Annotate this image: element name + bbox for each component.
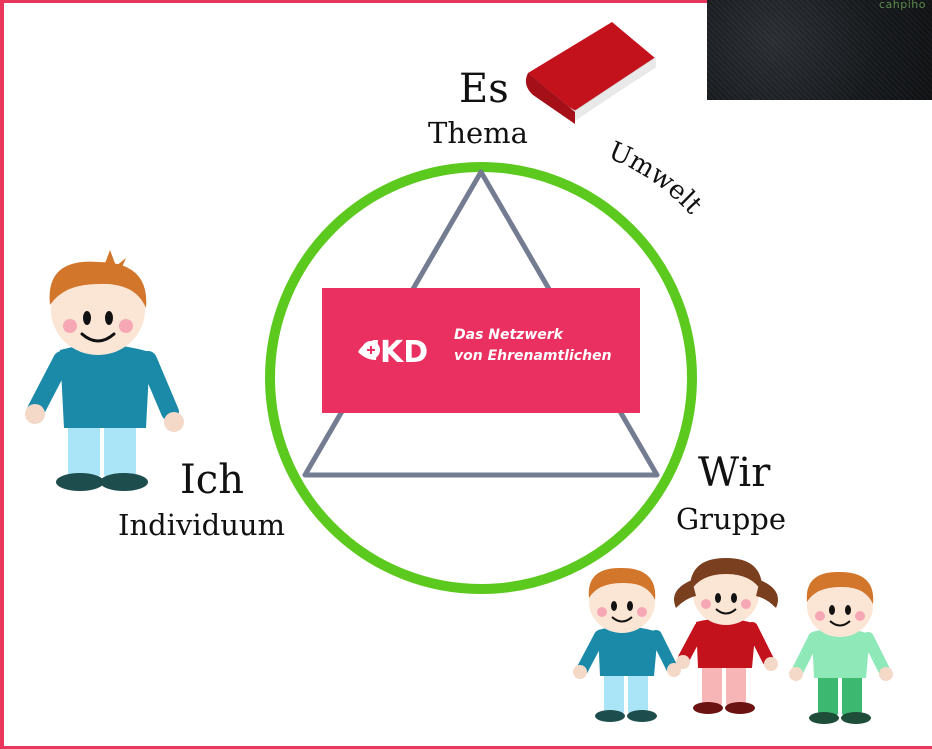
- kd-logo-mark: KD: [358, 335, 428, 370]
- label-es: Es: [459, 66, 509, 112]
- label-individuum: Individuum: [118, 508, 286, 542]
- kd-logo-line1: Das Netzwerk: [454, 327, 563, 343]
- kd-logo-banner: KD: [322, 288, 640, 413]
- label-thema: Thema: [428, 116, 528, 150]
- umwelt-label: Umwelt: [604, 136, 708, 220]
- book-icon: [525, 22, 656, 124]
- kd-logo-letters: KD: [380, 335, 428, 370]
- label-gruppe: Gruppe: [676, 502, 786, 536]
- slide-bottom-border: [0, 746, 932, 749]
- video-thumbnail[interactable]: cahpiho: [707, 0, 932, 100]
- label-ich: Ich: [180, 457, 244, 503]
- slide-top-border: [0, 0, 710, 3]
- umwelt-circle: [265, 162, 697, 594]
- child-group-icon: [573, 558, 893, 724]
- child-ich-icon: [25, 250, 184, 491]
- kd-logo-text: Das Netzwerk von Ehrenamtlichen: [454, 325, 612, 367]
- group-child-left: [573, 567, 681, 722]
- label-wir: Wir: [698, 450, 771, 496]
- group-child-middle: [674, 558, 778, 714]
- group-child-right: [789, 571, 893, 724]
- kd-logo-line2: von Ehrenamtlichen: [454, 348, 612, 364]
- slide-left-border: [0, 0, 4, 749]
